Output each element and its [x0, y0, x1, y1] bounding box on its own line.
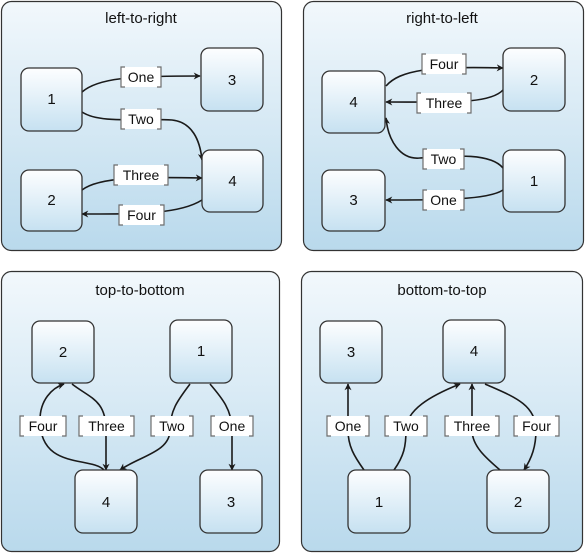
node[interactable]: 4 [442, 319, 506, 384]
svg-text:Two: Two [393, 418, 419, 434]
svg-text:One: One [128, 69, 155, 85]
svg-text:Three: Three [88, 418, 125, 434]
node-label: 1 [197, 343, 205, 360]
node-label: 3 [227, 494, 235, 511]
svg-text:One: One [335, 418, 362, 434]
node-label: 3 [349, 192, 357, 209]
edge-label: Three [444, 415, 500, 437]
svg-text:Three: Three [426, 95, 463, 111]
edge-label: One [210, 415, 254, 437]
svg-text:Four: Four [29, 418, 58, 434]
svg-text:Four: Four [430, 56, 459, 72]
node[interactable]: 3 [200, 47, 264, 112]
svg-text:Four: Four [522, 418, 551, 434]
edge-label: Two [422, 148, 465, 170]
edge-label: One [422, 189, 465, 211]
panel-title: left-to-right [105, 10, 178, 27]
node-label: 2 [47, 192, 55, 209]
node[interactable]: 2 [20, 169, 83, 232]
node-label: 4 [470, 343, 478, 360]
panel-bottom-to-top: bottom-to-top 3 4 1 2 One [300, 270, 584, 553]
panel-title: right-to-left [406, 10, 479, 27]
node-label: 2 [59, 344, 67, 361]
node[interactable]: 1 [347, 469, 411, 534]
edge-label: Three [78, 415, 135, 437]
node-label: 4 [102, 494, 110, 511]
node-label: 1 [375, 494, 383, 511]
node-label: 1 [47, 91, 55, 108]
panel-title: top-to-bottom [95, 282, 184, 299]
node-label: 1 [530, 173, 538, 190]
edge-label: One [120, 66, 162, 88]
edge-label: Two [120, 108, 162, 130]
node[interactable]: 1 [169, 319, 233, 384]
node-label: 4 [349, 94, 357, 111]
node[interactable]: 1 [502, 149, 566, 213]
node[interactable]: 3 [321, 169, 386, 232]
node-label: 3 [347, 344, 355, 361]
node[interactable]: 4 [321, 70, 386, 134]
edge-label: Two [384, 415, 428, 437]
edge-label: Four [513, 415, 560, 437]
edge-label: Four [118, 204, 165, 226]
edge-label: Three [416, 92, 472, 114]
svg-text:Three: Three [123, 167, 160, 183]
svg-text:Four: Four [127, 207, 156, 223]
svg-text:Two: Two [128, 111, 154, 127]
panel-left-to-right: left-to-right 1 3 4 2 One [0, 0, 283, 252]
panel-title: bottom-to-top [397, 282, 486, 299]
edge-label: One [326, 415, 370, 437]
node[interactable]: 2 [486, 469, 550, 534]
node[interactable]: 3 [199, 469, 263, 534]
node[interactable]: 1 [20, 67, 83, 132]
svg-text:Two: Two [159, 418, 185, 434]
node-label: 2 [530, 72, 538, 89]
node[interactable]: 3 [319, 320, 383, 384]
panel-right-to-left: right-to-left 4 2 3 1 Four [302, 0, 585, 252]
node-label: 4 [228, 173, 236, 190]
node[interactable]: 2 [502, 47, 566, 112]
node-label: 3 [228, 72, 236, 89]
svg-text:Two: Two [431, 151, 457, 167]
svg-text:One: One [430, 192, 457, 208]
node[interactable]: 4 [201, 149, 264, 213]
panel-top-to-bottom: top-to-bottom 2 1 4 3 Four [0, 270, 281, 553]
node-label: 2 [514, 494, 522, 511]
node[interactable]: 4 [74, 469, 138, 534]
edge-label: Four [421, 53, 467, 75]
edge-two [383, 117, 504, 169]
svg-text:One: One [219, 418, 246, 434]
edge-label: Two [150, 415, 194, 437]
node[interactable]: 2 [31, 320, 95, 384]
edge-two [81, 111, 205, 161]
edge-label: Four [19, 415, 67, 437]
svg-text:Three: Three [454, 418, 491, 434]
edge-label: Three [113, 164, 169, 186]
